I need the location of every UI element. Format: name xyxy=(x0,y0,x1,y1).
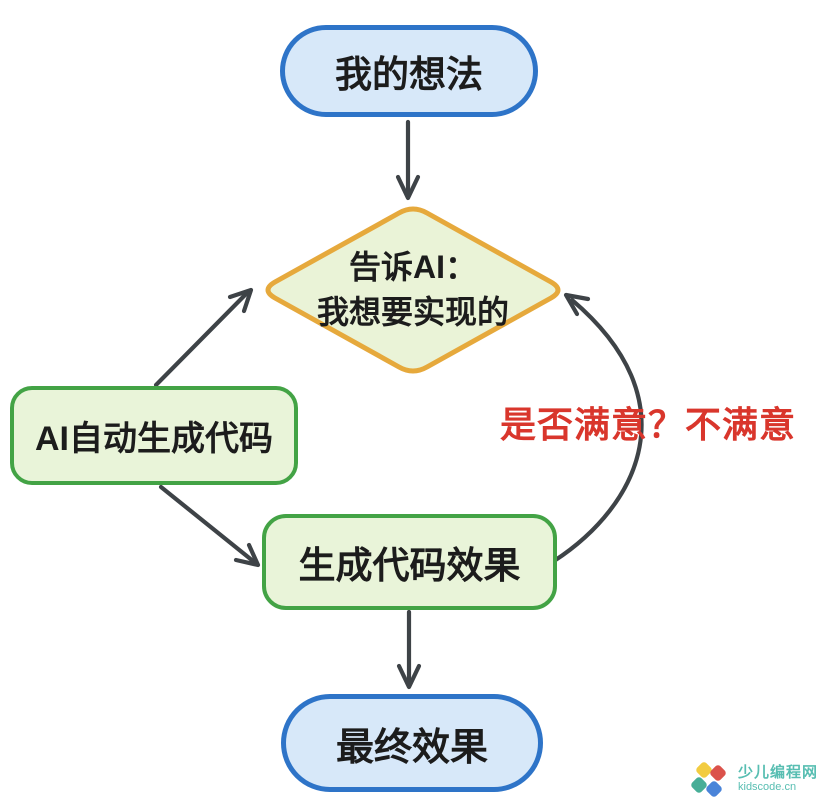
node-code-result-label: 生成代码效果 xyxy=(298,545,521,586)
arrow-aigen-to-tellai xyxy=(153,291,249,388)
node-my-idea: 我的想法 xyxy=(280,25,538,117)
watermark-site-name: 少儿编程网 xyxy=(738,764,816,782)
arrow-result-to-tellai-curve xyxy=(551,297,644,564)
node-ai-generate-code: AI自动生成代码 xyxy=(10,386,298,485)
node-my-idea-label: 我的想法 xyxy=(335,54,483,95)
node-tell-ai: 告诉AI： 我想要实现的 xyxy=(263,212,563,368)
watermark-text: 少儿编程网 kidscode.cn xyxy=(738,764,816,794)
node-final-result: 最终效果 xyxy=(281,694,543,792)
arrow-result-to-final-head xyxy=(396,663,422,690)
kidscode-pinwheel-icon xyxy=(691,762,726,797)
arrow-aigen-to-result xyxy=(158,484,256,564)
arrow-aigen-to-tellai-head xyxy=(227,287,254,314)
node-code-result: 生成代码效果 xyxy=(262,514,557,610)
node-tell-ai-line2: 我想要实现的 xyxy=(316,294,509,330)
arrow-result-to-tellai-head xyxy=(563,292,591,317)
watermark-site-url: kidscode.cn xyxy=(738,781,797,794)
node-final-result-label: 最终效果 xyxy=(335,726,488,769)
node-tell-ai-line1: 告诉AI： xyxy=(348,249,477,286)
arrow-aigen-to-result-head xyxy=(233,542,261,568)
node-ai-generate-code-label: AI自动生成代码 xyxy=(35,420,273,458)
decision-diamond-shape xyxy=(265,206,561,374)
watermark: 少儿编程网 kidscode.cn xyxy=(688,760,816,798)
arrow-idea-to-tellai-head xyxy=(395,174,421,201)
satisfaction-annotation: 是否满意？不满意 xyxy=(500,404,797,445)
